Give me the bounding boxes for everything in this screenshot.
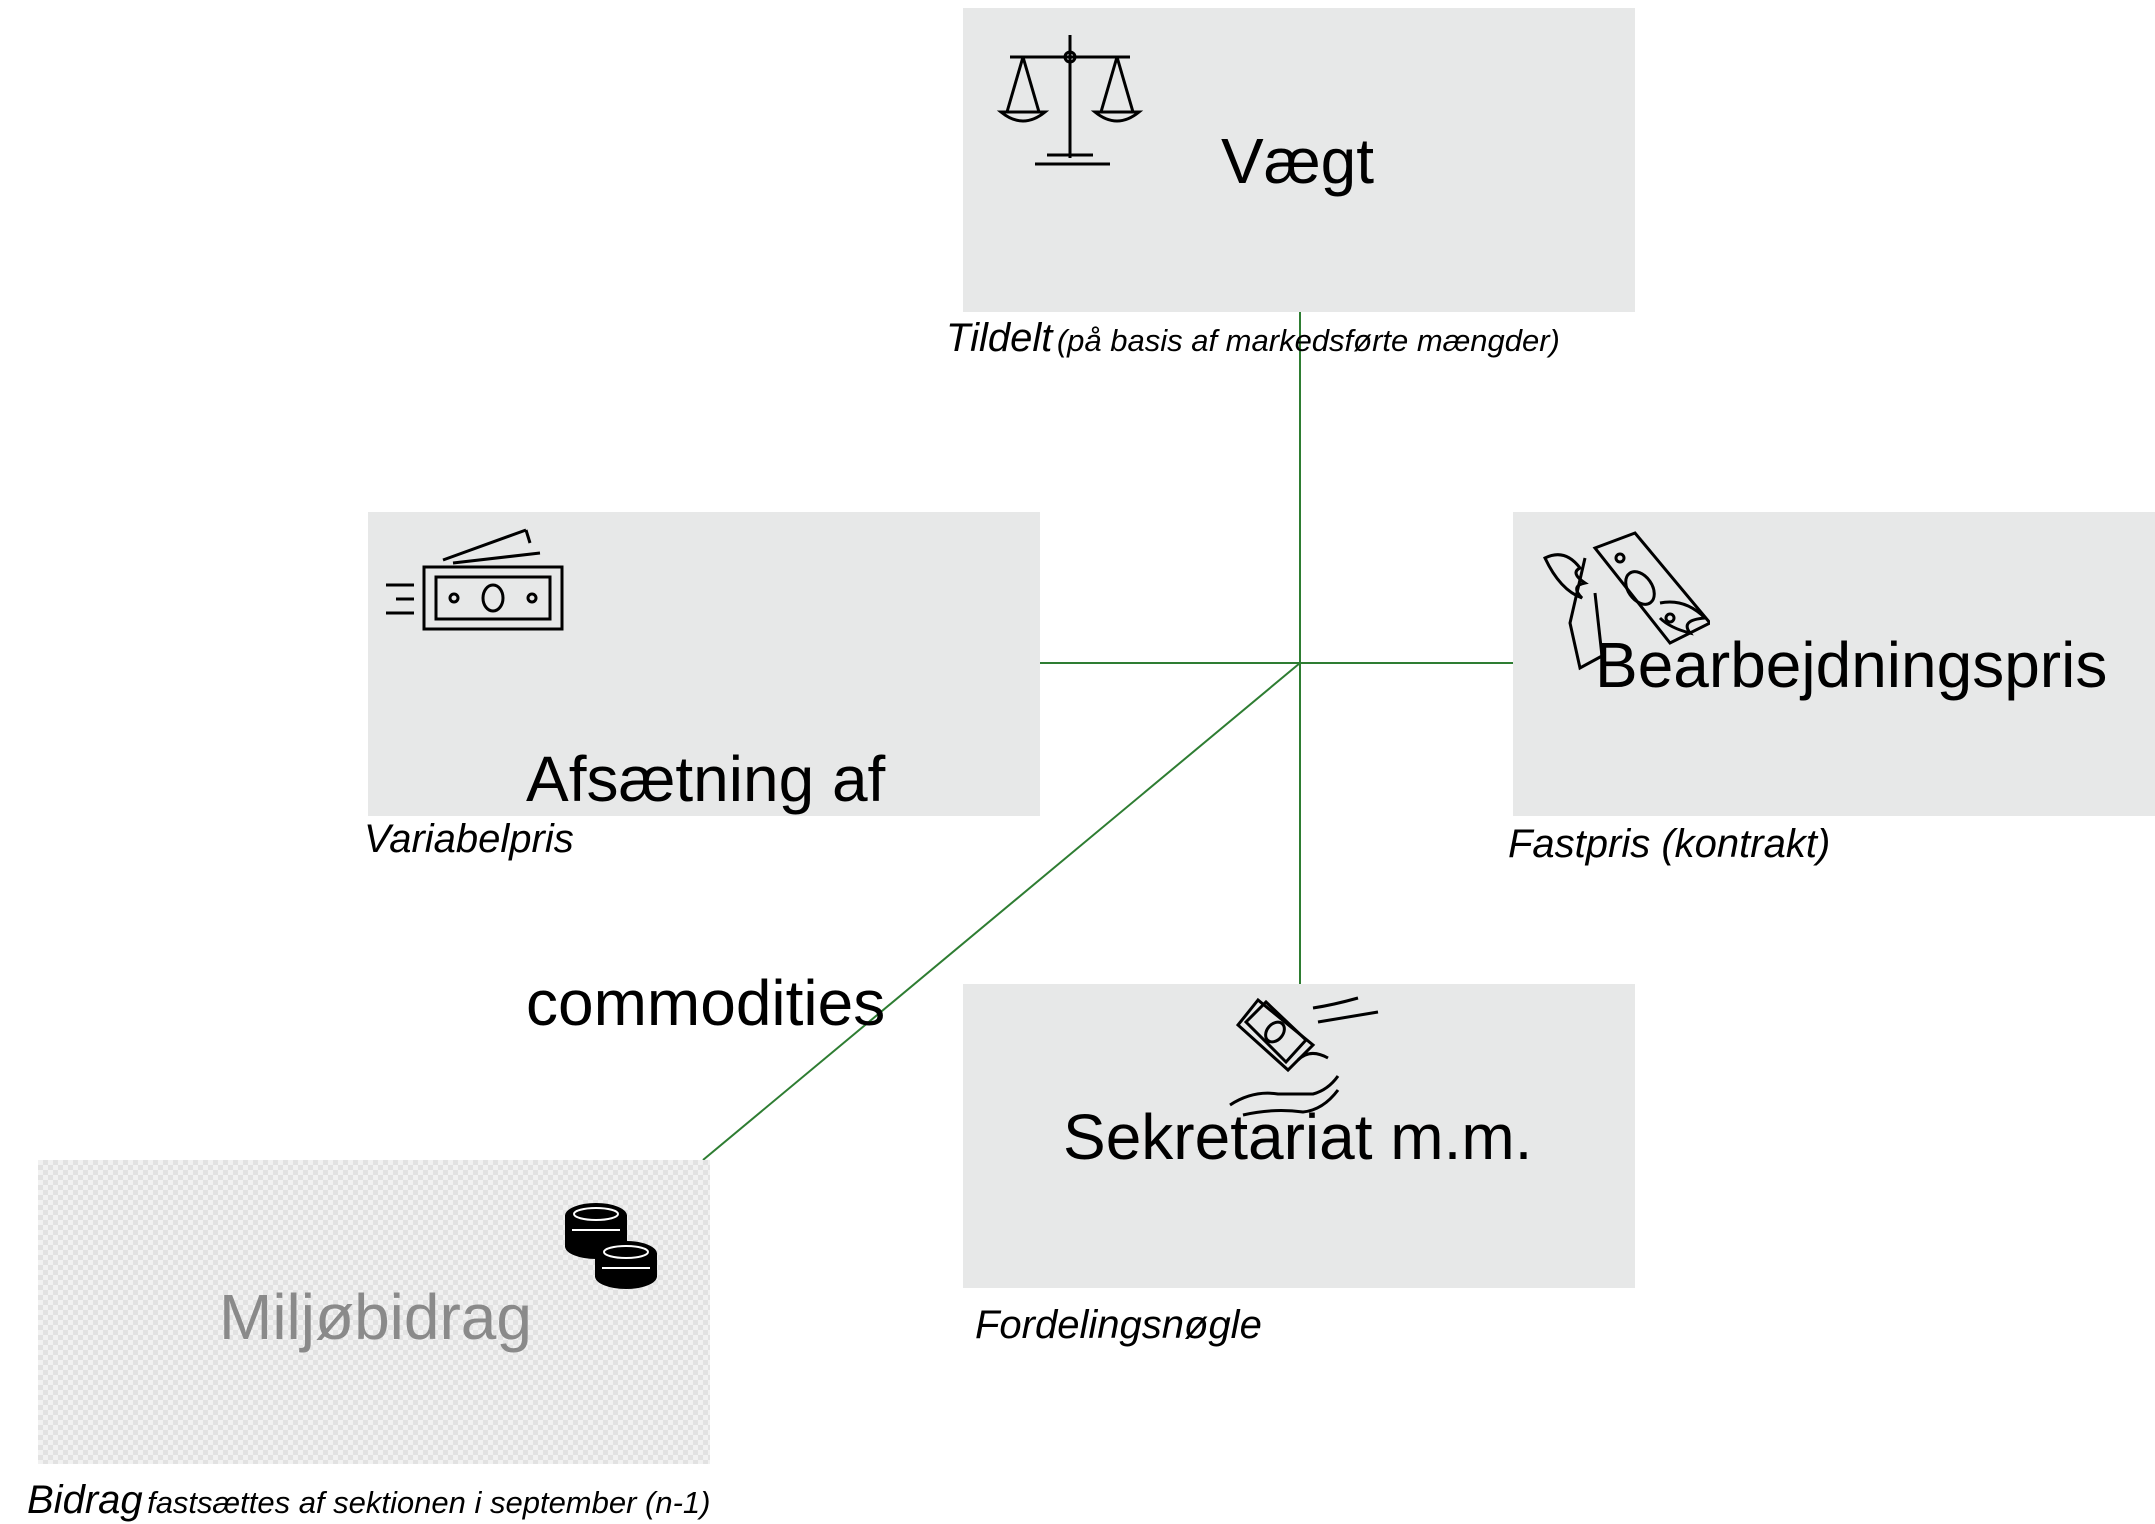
flying-money-icon (1543, 531, 1710, 671)
caption-afsaetning: Variabelpris (364, 817, 574, 862)
money-handover-icon (1229, 996, 1379, 1117)
node-afsaetning-label-line1: Afsætning af (526, 742, 886, 815)
connector-center-miljobidrag (702, 662, 1301, 1161)
caption-sekretariat-text: Fordelingsnøgle (975, 1303, 1262, 1347)
caption-miljobidrag-main: Bidrag (27, 1478, 143, 1522)
node-bearbejdning-label: Bearbejdningspris (1595, 629, 2108, 701)
caption-miljobidrag: Bidrag fastsættes af sektionen i septemb… (27, 1478, 711, 1523)
caption-vaegt-main: Tildelt (946, 316, 1053, 360)
coins-stack-icon (565, 1203, 657, 1289)
caption-miljobidrag-sub: fastsættes af sektionen i september (n-1… (147, 1485, 711, 1520)
caption-afsaetning-text: Variabelpris (364, 817, 574, 861)
node-miljobidrag-label: Miljøbidrag (219, 1281, 532, 1353)
caption-vaegt: Tildelt (på basis af markedsførte mængde… (946, 316, 1560, 361)
caption-bearbejdning: Fastpris (kontrakt) (1508, 822, 1830, 867)
caption-sekretariat: Fordelingsnøgle (975, 1303, 1262, 1348)
node-afsaetning-label-line2: commodities (526, 967, 886, 1040)
caption-vaegt-sub: (på basis af markedsførte mængder) (1056, 323, 1560, 358)
node-vaegt-label: Vægt (1221, 125, 1374, 197)
node-sekretariat-label: Sekretariat m.m. (1063, 1101, 1533, 1173)
node-afsaetning: Afsætning af commodities (368, 512, 1040, 1039)
scale-icon (996, 35, 1144, 166)
cash-bills-icon (386, 528, 564, 631)
node-afsaetning-label: Afsætning af commodities (526, 592, 885, 1191)
caption-bearbejdning-text: Fastpris (kontrakt) (1508, 822, 1831, 866)
